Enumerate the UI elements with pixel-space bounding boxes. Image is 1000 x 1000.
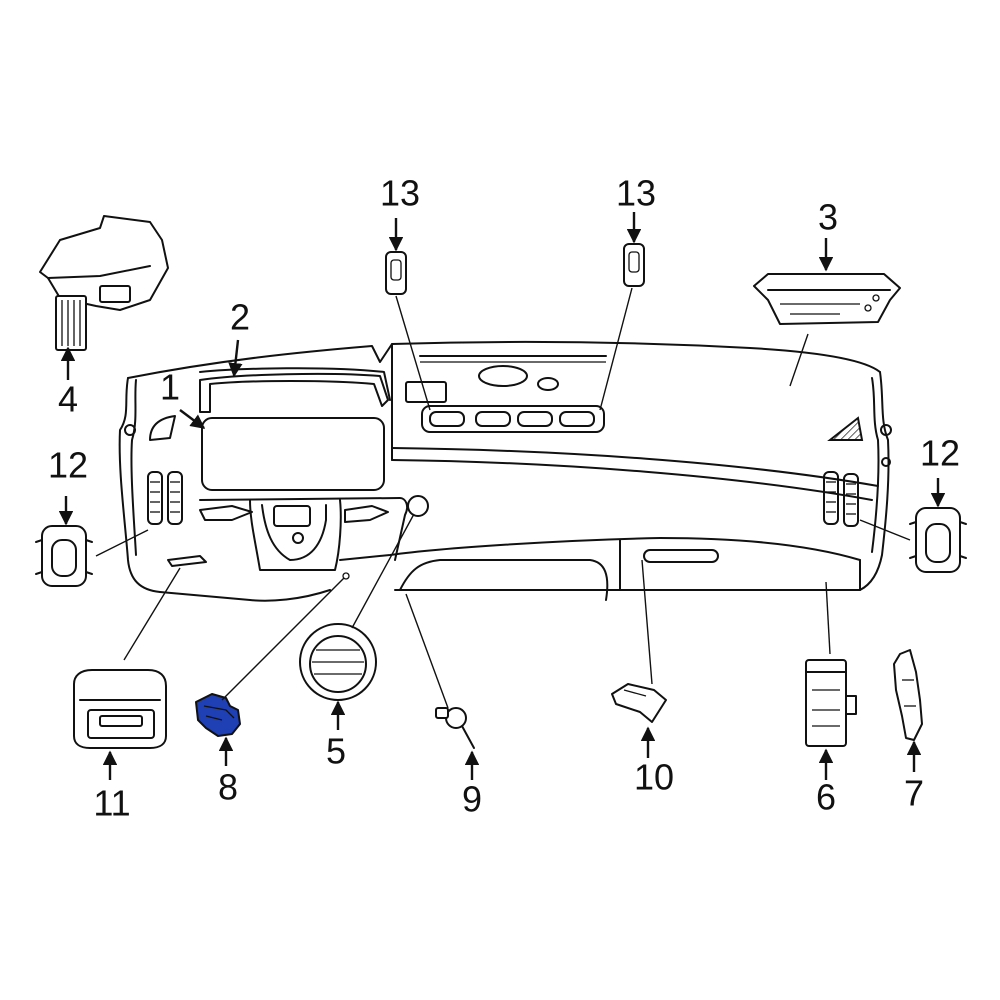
right-side-vents [823, 471, 859, 527]
part-5-ring[interactable] [299, 623, 377, 701]
callout-6[interactable]: 6 [816, 777, 836, 818]
part-12-left-cap[interactable] [35, 525, 93, 587]
callout-12-right[interactable]: 12 [920, 433, 960, 474]
callout-3[interactable]: 3 [818, 197, 838, 238]
callout-11[interactable]: 11 [93, 783, 130, 824]
left-side-vents [147, 471, 183, 525]
part-8-switch[interactable] [195, 693, 241, 737]
part-13-clip-right[interactable] [623, 243, 645, 287]
callout-4[interactable]: 4 [58, 379, 78, 420]
part-11-vent[interactable] [73, 669, 167, 749]
part-9-lock[interactable] [435, 707, 475, 749]
part-13-clip-left[interactable] [385, 251, 407, 295]
part-6-module[interactable] [805, 659, 857, 747]
callout-13-left[interactable]: 13 [380, 173, 420, 214]
callout-8[interactable]: 8 [218, 767, 238, 808]
callout-1[interactable]: 1 [160, 367, 180, 408]
callout-2[interactable]: 2 [230, 297, 250, 338]
part-4-module[interactable] [39, 215, 169, 351]
leader-lines [95, 287, 911, 709]
dashboard-panel [118, 340, 892, 602]
callout-12-left[interactable]: 12 [48, 445, 88, 486]
part-3-module[interactable] [753, 273, 901, 325]
part-2-trim[interactable] [199, 372, 389, 413]
callout-7[interactable]: 7 [904, 773, 924, 814]
callout-5[interactable]: 5 [326, 731, 346, 772]
part-10-bracket[interactable] [611, 683, 667, 723]
callout-9[interactable]: 9 [462, 779, 482, 820]
callout-arrows [58, 212, 946, 780]
callout-labels: 1 2 3 4 5 6 7 8 9 10 11 12 12 13 13 [48, 173, 960, 824]
callout-13-right[interactable]: 13 [616, 173, 656, 214]
callout-10[interactable]: 10 [634, 757, 674, 798]
center-vents [405, 381, 605, 433]
part-7-bracket[interactable] [893, 649, 923, 741]
part-12-right-cap[interactable] [909, 507, 967, 573]
